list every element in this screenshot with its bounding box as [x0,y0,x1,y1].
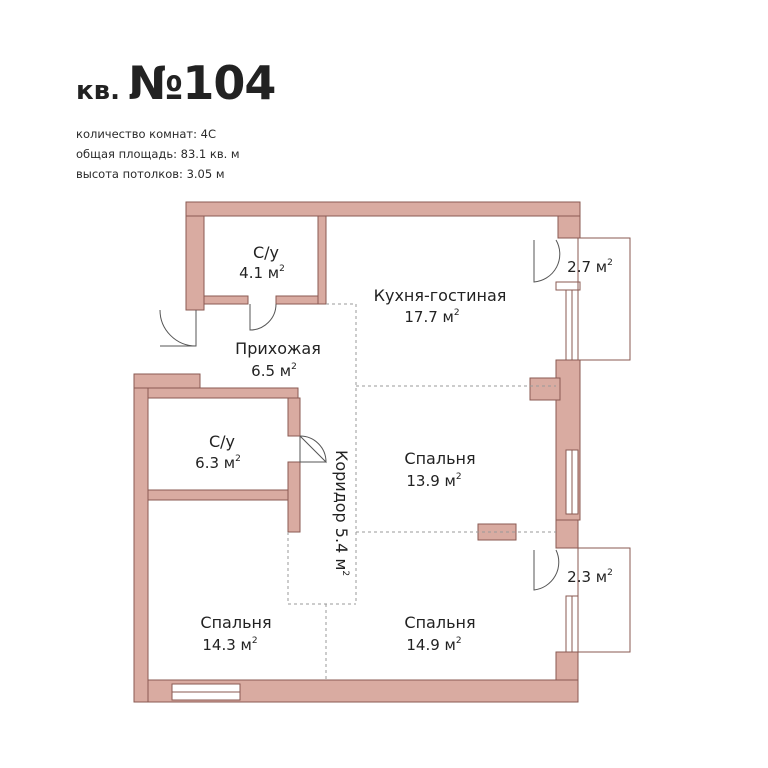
corridor-label: Коридор 5.4 м2 [332,450,351,576]
rooms-row: количество комнат: 4С [76,124,240,144]
area-label: общая площадь: [76,147,177,161]
apartment-title: кв. №104 [76,56,276,110]
walls [133,201,581,703]
area-row: общая площадь: 83.1 кв. м [76,144,240,164]
height-label: высота потолков: [76,167,183,181]
bedroom2-name: Спальня [200,613,271,632]
bath1-area: 4.1 м2 [239,264,285,282]
bedroom1-name: Спальня [404,449,475,468]
hall-area: 6.5 м2 [251,362,297,380]
hall-name: Прихожая [235,339,321,358]
bath2-area: 6.3 м2 [195,454,241,472]
bedroom3-name: Спальня [404,613,475,632]
balcony2-area: 2.3 м2 [567,568,613,586]
bath1-name: С/у [253,243,279,262]
height-row: высота потолков: 3.05 м [76,164,240,184]
bedroom2-area: 14.3 м2 [202,636,257,654]
height-value: 3.05 м [186,167,225,181]
area-value: 83.1 кв. м [180,147,240,161]
apartment-number: №104 [127,56,276,110]
kitchen-area: 17.7 м2 [404,308,459,326]
balconies [577,237,631,653]
rooms-label: количество комнат: [76,127,197,141]
apartment-info: количество комнат: 4С общая площадь: 83.… [76,124,240,184]
balcony1-area: 2.7 м2 [567,258,613,276]
windows-right [565,289,579,653]
bedroom3-area: 14.9 м2 [406,636,461,654]
doors [159,239,561,591]
zone-lines [287,303,556,680]
rooms-value: 4С [200,127,216,141]
window-bottom [171,683,241,701]
bedroom1-area: 13.9 м2 [406,472,461,490]
room-labels: С/у 4.1 м2 2.7 м2 Кухня-гостиная 17.7 м2… [195,243,613,654]
bath2-name: С/у [209,432,235,451]
title-prefix: кв. [76,76,120,106]
kitchen-name: Кухня-гостиная [374,286,507,305]
